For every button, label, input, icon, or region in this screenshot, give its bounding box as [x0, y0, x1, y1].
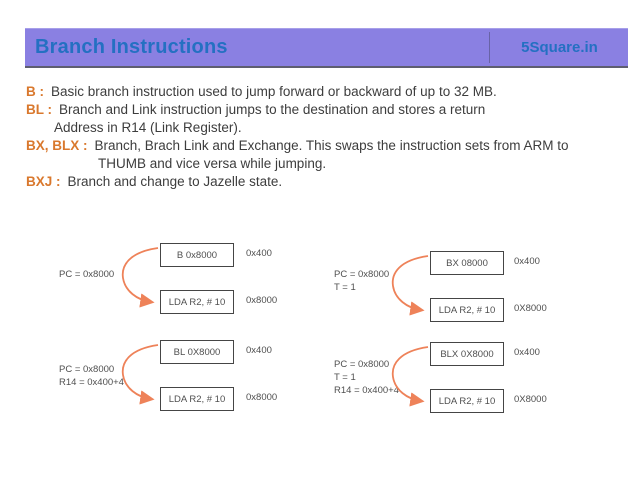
- bullet-line: THUMB and vice versa while jumping.: [26, 156, 631, 174]
- instruction-box: BLX 0X8000: [430, 342, 504, 366]
- register-line: R14 = 0x400+4: [334, 385, 399, 396]
- instruction-box: LDA R2, # 10: [160, 290, 234, 314]
- bullet-line: BX, BLX : Branch, Brach Link and Exchang…: [26, 138, 631, 156]
- instruction-box: LDA R2, # 10: [430, 298, 504, 322]
- bullet-line: BL : Branch and Link instruction jumps t…: [26, 102, 631, 120]
- register-line: T = 1: [334, 372, 356, 383]
- branch-arrow-icon: [391, 255, 429, 316]
- register-line: PC = 0x8000: [59, 269, 115, 280]
- bullet-text: Branch and change to Jazelle state.: [67, 174, 283, 189]
- register-values: PC = 0x8000 T = 1: [334, 268, 389, 294]
- register-values: PC = 0x8000 T = 1 R14 = 0x400+4: [334, 358, 399, 397]
- address-label: 0x400: [246, 345, 272, 356]
- bullet-line: B : Basic branch instruction used to jum…: [26, 84, 631, 102]
- branch-arrow-icon: [121, 344, 159, 405]
- instruction-box: BX 08000: [430, 251, 504, 275]
- instruction-box: LDA R2, # 10: [430, 389, 504, 413]
- bullet-text: Branch, Brach Link and Exchange. This sw…: [94, 138, 569, 153]
- page-title: Branch Instructions: [35, 36, 228, 58]
- bullet-label: BL :: [26, 102, 52, 117]
- branch-arrow-icon: [121, 247, 159, 308]
- slide-header: Branch Instructions 5Square.in: [25, 28, 628, 68]
- diagram-branch-and-exchange: PC = 0x8000 T = 1 BX 08000 0x400 LDA R2,…: [330, 248, 620, 336]
- bullet-text: Address in R14 (Link Register).: [54, 120, 242, 135]
- diagram-branch: PC = 0x8000 B 0x8000 0x400 LDA R2, # 10 …: [55, 240, 345, 328]
- bullet-label: B :: [26, 84, 44, 99]
- address-label: 0x8000: [246, 392, 278, 403]
- diagram-branch-and-link: PC = 0x8000 R14 = 0x400+4 BL 0X8000 0x40…: [55, 337, 345, 425]
- brand-logo-text: 5Square.in: [521, 39, 598, 56]
- address-label: 0X8000: [514, 394, 547, 405]
- register-line: T = 1: [334, 282, 356, 293]
- register-line: R14 = 0x400+4: [59, 377, 124, 388]
- bullet-label: BX, BLX :: [26, 138, 88, 153]
- address-label: 0x8000: [246, 295, 278, 306]
- bullet-text: Basic branch instruction used to jump fo…: [51, 84, 497, 99]
- register-values: PC = 0x8000 R14 = 0x400+4: [59, 363, 124, 389]
- bullet-text: THUMB and vice versa while jumping.: [98, 156, 327, 171]
- instruction-box: LDA R2, # 10: [160, 387, 234, 411]
- address-label: 0x400: [246, 248, 272, 259]
- bullet-label: BXJ :: [26, 174, 61, 189]
- register-line: PC = 0x8000: [334, 359, 390, 370]
- register-values: PC = 0x8000: [59, 268, 114, 281]
- branch-arrow-icon: [391, 346, 429, 407]
- bullet-line: Address in R14 (Link Register).: [26, 120, 631, 138]
- address-label: 0X8000: [514, 303, 547, 314]
- diagram-branch-link-and-exchange: PC = 0x8000 T = 1 R14 = 0x400+4 BLX 0X80…: [330, 339, 620, 427]
- instruction-box: BL 0X8000: [160, 340, 234, 364]
- header-divider: [489, 32, 490, 63]
- bullet-text: Branch and Link instruction jumps to the…: [59, 102, 486, 117]
- bullet-line: BXJ : Branch and change to Jazelle state…: [26, 174, 631, 192]
- address-label: 0x400: [514, 347, 540, 358]
- address-label: 0x400: [514, 256, 540, 267]
- bullet-list: B : Basic branch instruction used to jum…: [26, 84, 631, 192]
- register-line: PC = 0x8000: [334, 269, 390, 280]
- register-line: PC = 0x8000: [59, 364, 115, 375]
- instruction-box: B 0x8000: [160, 243, 234, 267]
